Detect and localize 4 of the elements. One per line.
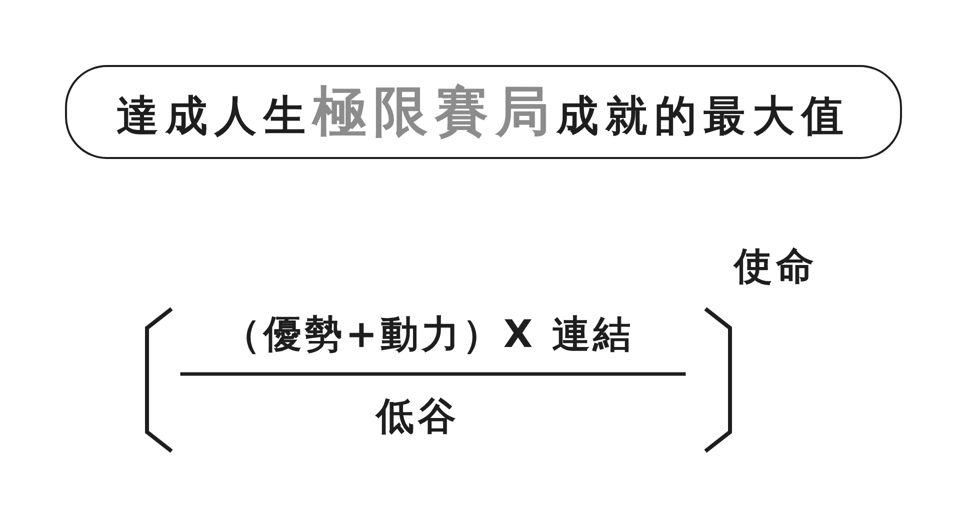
formula-numerator: （優勢+動力）X 連結 — [222, 312, 634, 358]
formula-denominator: 低谷 — [376, 394, 460, 440]
heading-text: 達成人生極限賽局成就的最大值 — [116, 80, 850, 144]
exponent-text: 使命 — [734, 244, 818, 290]
